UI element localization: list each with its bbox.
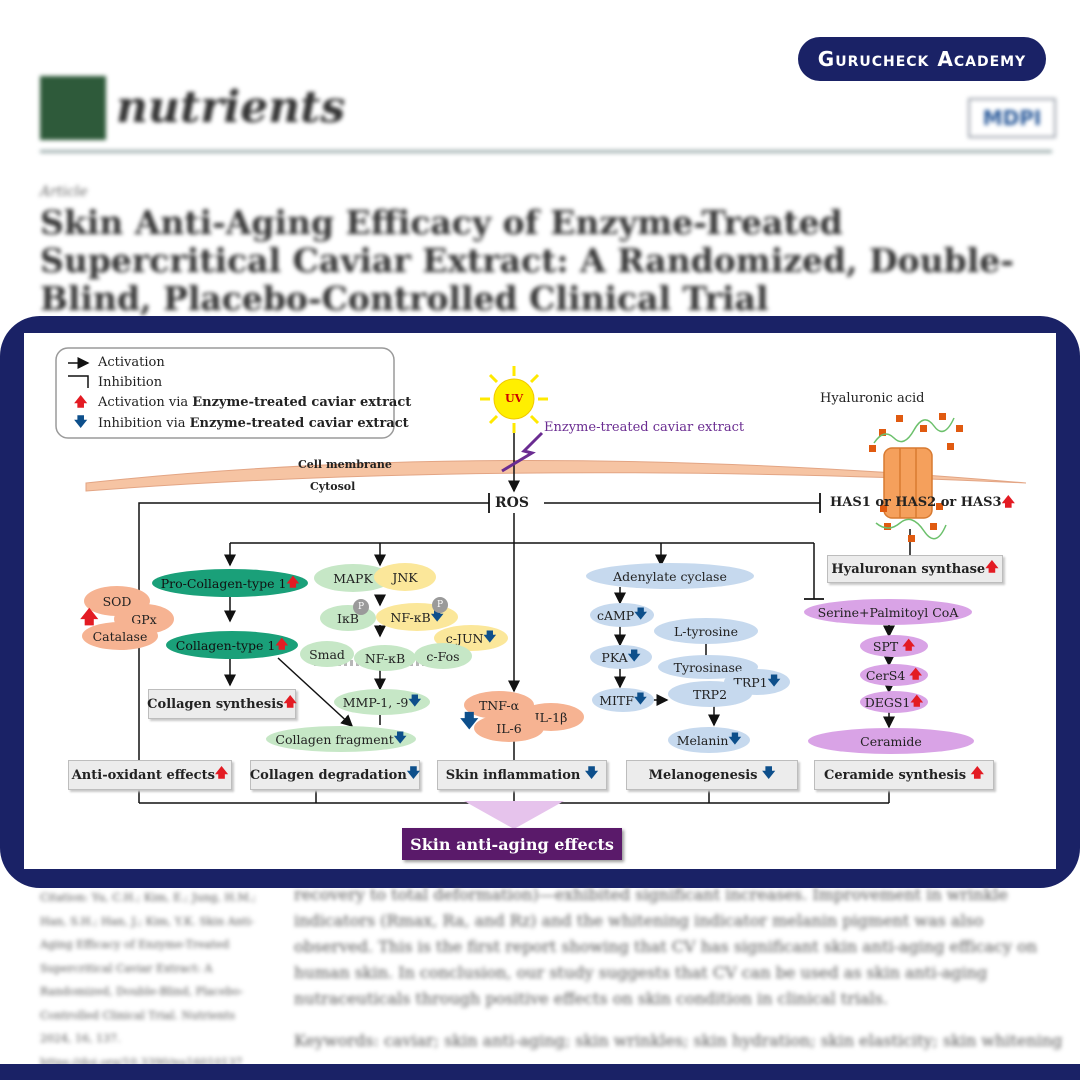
collagen-degradation-box: Collagen degradation🡇 [250,760,420,790]
cell-membrane-label: Cell membrane [298,458,392,471]
uv-label: UV [505,392,524,405]
spt-node: SPT 🡅 [860,635,928,657]
ceramide-synthesis-box: Ceramide synthesis 🡅 [814,760,994,790]
pka-node: PKA🡇 [590,645,652,669]
journal-name: nutrients [116,82,346,133]
collagen-synthesis-box: Collagen synthesis🡅 [147,689,297,719]
arrow-down-icon: 🡇 [408,692,422,708]
camp-node: cAMP🡇 [590,603,654,627]
antioxidant-up: 🡅 [80,605,99,635]
arrow-up-icon: 🡅 [275,635,289,651]
cytosol-label: Cytosol [310,480,356,493]
cfos-node: c-Fos [414,643,472,669]
arrow-up-icon: 🡅 [214,766,229,781]
pro-collagen-node: Pro-Collagen-type 1🡅 [152,569,308,597]
hyaluronic-acid-label: Hyaluronic acid [820,391,925,406]
arrow-up-icon: 🡅 [909,665,923,681]
arrow-down-icon: 🡇 [584,766,599,781]
keywords-text: Keywords: caviar; skin anti-aging; skin … [294,1031,1063,1050]
article-title: Skin Anti-Aging Efficacy of Enzyme-Treat… [40,203,1014,318]
brand-name: Gurucheck Academy [817,47,1027,71]
legend-inhibition: Inhibition [98,375,163,390]
collagen-fragment-node: Collagen fragment🡇 [266,726,416,752]
publisher-logo: MDPI [968,98,1056,138]
melanin-node: Melanin🡇 [668,727,750,753]
legend-activation: Activation [98,355,165,370]
journal-logo [40,76,106,140]
inflammation-down: 🡇 [460,709,479,739]
melanogenesis-box: Melanogenesis 🡇 [626,760,798,790]
ros-label: ROS [495,495,529,511]
arrow-down-icon: 🡇 [460,711,479,732]
l-tyrosine-node: L-tyrosine [654,618,758,644]
arrow-down-icon: 🡇 [761,766,776,781]
hyaluronan-synthase-box: Hyaluronan synthase🡅 [827,555,1003,583]
mitf-node: MITF🡇 [592,688,654,712]
pathway-connectors [55,347,1027,829]
legend-inhibition-via: Inhibition via Enzyme-treated caviar ext… [98,416,409,431]
jnk-node: JNK [374,563,436,591]
arrow-up-icon: 🡅 [970,766,984,781]
arrow-down-icon: 🡇 [728,730,742,746]
phospho-marker: P [432,597,448,613]
citation-text: Citation: Yu, C.H.; Kim, E.; Jung, H.M.;… [40,891,257,1069]
arrow-up-icon: 🡅 [74,395,88,410]
arrow-up-icon: 🡅 [283,695,297,710]
arrow-up-icon: 🡅 [80,607,99,628]
arrow-up-icon: 🡅 [985,560,999,575]
ceramide-node: Ceramide [808,728,974,754]
arrow-up-icon: 🡅 [1001,495,1015,510]
legend-up-arrow: 🡅 [74,393,87,415]
header-divider [40,150,1052,153]
bottom-band [0,1064,1080,1080]
arrow-down-icon: 🡇 [406,766,421,781]
diagram-canvas: Activation Inhibition 🡅 Activation via E… [24,333,1056,869]
arrow-down-icon: 🡇 [767,672,781,688]
arrow-up-icon: 🡅 [902,636,916,652]
catalase-node: Catalase [82,622,158,650]
arrow-down-icon: 🡇 [627,647,641,663]
serine-palmitoyl-node: Serine+Palmitoyl CoA [804,599,972,625]
skin-inflammation-box: Skin inflammation 🡇 [437,760,607,790]
skin-anti-aging-result: Skin anti-aging effects [402,828,622,860]
arrow-down-icon: 🡇 [483,628,497,644]
arrow-down-icon: 🡇 [633,690,647,706]
arrow-down-icon: 🡇 [634,605,648,621]
arrow-down-icon: 🡇 [393,729,407,745]
collagen-type1-node: Collagen-type 1🡅 [166,631,298,659]
legend-down-arrow: 🡇 [74,413,87,435]
antioxidant-effects-box: Anti-oxidant effects🡅 [68,760,232,790]
adenylate-cyclase-node: Adenylate cyclase [586,563,754,589]
trp2-node: TRP2 [668,681,752,707]
arrow-up-icon: 🡅 [286,573,300,589]
trp1-node: TRP1🡇 [724,669,790,695]
brand-badge: Gurucheck Academy [798,37,1046,81]
has-label: HAS1 or HAS2 or HAS3🡅 [830,495,1015,510]
phospho-marker: P [353,599,369,615]
article-type: Article [40,184,88,200]
il6-node: IL-6 [474,714,544,742]
mmp-node: MMP-1, -9🡇 [334,689,430,715]
nfkb-phospho-node: NF-κB🡇 [376,603,458,631]
extract-label: Enzyme-treated caviar extract [544,420,745,435]
legend-activation-via: Activation via Enzyme-treated caviar ext… [98,395,412,410]
degs1-node: DEGS1🡅 [860,691,928,713]
arrow-up-icon: 🡅 [910,692,924,708]
abstract-text: recovery to total deformation)—exhibited… [294,885,1038,1008]
cers4-node: CerS4 🡅 [860,664,928,686]
arrow-down-icon: 🡇 [74,415,88,430]
smad-node: Smad [300,641,354,667]
nfkb-node: NF-κB [354,645,416,671]
